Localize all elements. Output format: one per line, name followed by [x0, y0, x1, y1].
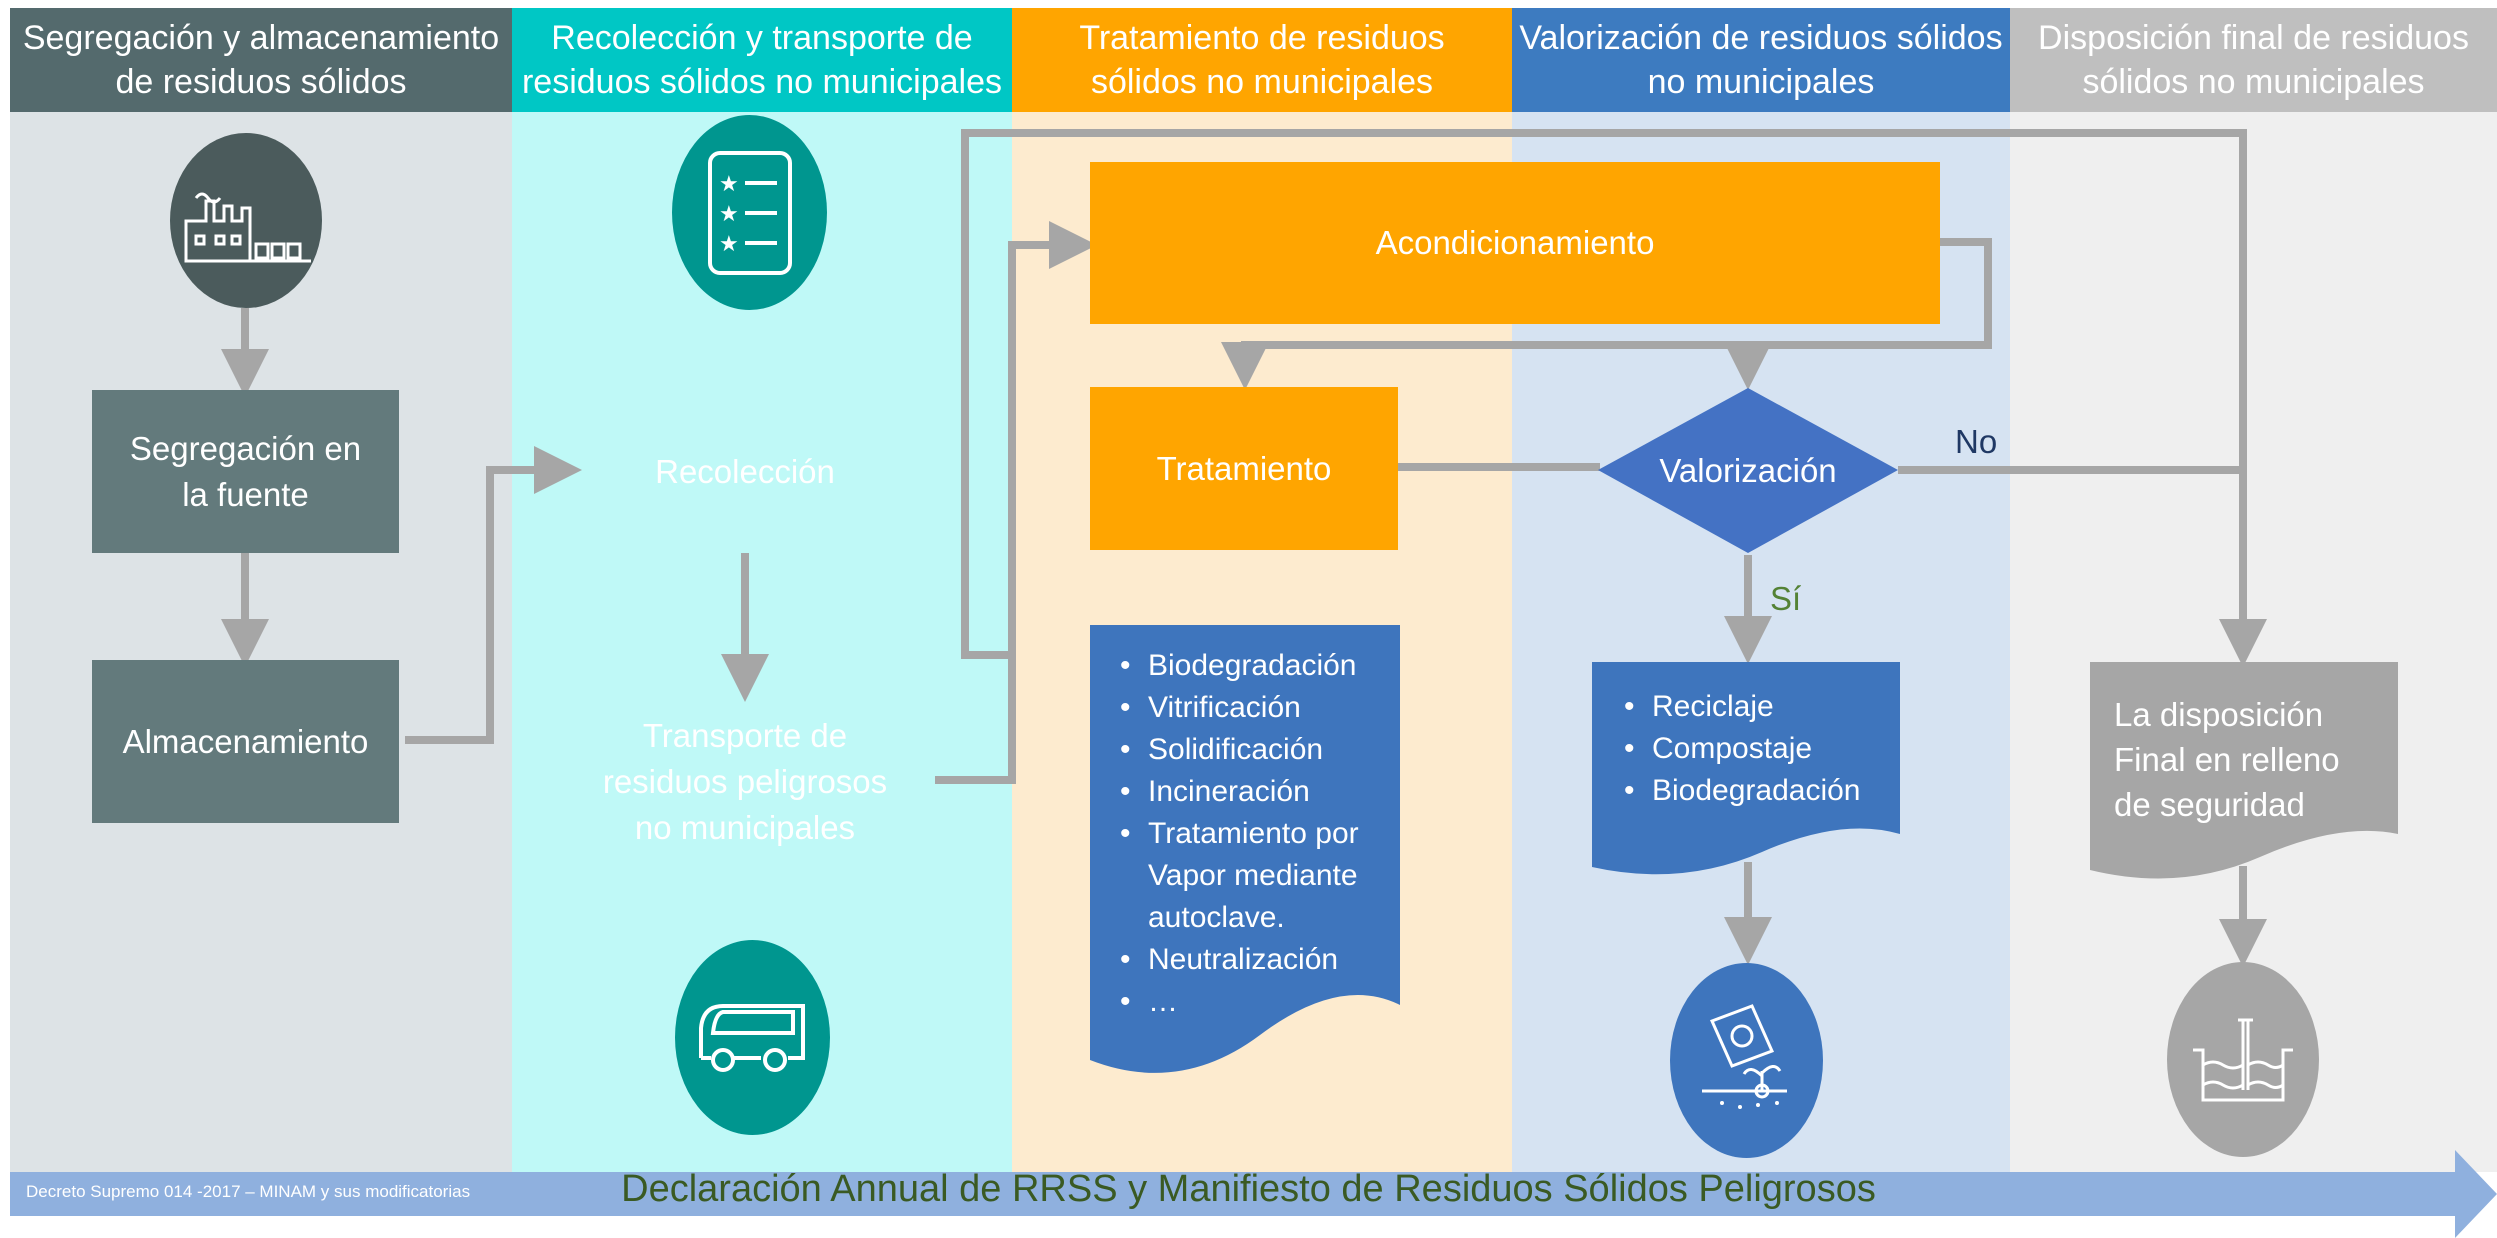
acondicionamiento-box: Acondicionamiento [1090, 162, 1940, 324]
footer-title: Declaración Annual de RRSS y Manifiesto … [621, 1168, 1876, 1210]
footer-source: Decreto Supremo 014 -2017 – MINAM y sus … [26, 1182, 471, 1201]
segregacion-en-la-fuente-box: Segregación en la fuente [92, 390, 399, 553]
svg-text:★: ★ [719, 232, 739, 257]
diamond-shape [1598, 388, 1898, 553]
list-item: Biodegradación [1120, 645, 1418, 687]
checklist-icon: ★ ★ ★ [672, 115, 827, 310]
column-header-disposicion: Disposición final de residuos sólidos no… [2010, 8, 2497, 112]
svg-text:★: ★ [719, 202, 739, 227]
compost-icon [1670, 963, 1823, 1158]
svg-text:★: ★ [719, 172, 739, 197]
list-item: Solidificación [1120, 729, 1418, 771]
list-item: Tratamiento por Vapor mediante autoclave… [1120, 813, 1418, 939]
timeline-arrow [10, 1150, 2497, 1238]
list-item: Biodegradación [1624, 770, 1912, 812]
landfill-icon [2167, 962, 2319, 1157]
valorization-options-document: ReciclajeCompostajeBiodegradación [1592, 662, 1900, 877]
list-item: Compostaje [1624, 728, 1912, 770]
list-item: Reciclaje [1624, 686, 1912, 728]
van-icon [675, 940, 830, 1135]
column-header-recoleccion: Recolección y transporte de residuos sól… [512, 8, 1012, 112]
disposicion-final-document: La disposición Final en relleno de segur… [2090, 662, 2398, 882]
no-label: No [1955, 423, 1998, 460]
factory-icon [170, 133, 322, 308]
list-item: Incineración [1120, 771, 1418, 813]
tratamiento-box: Tratamiento [1090, 387, 1398, 550]
list-item: Neutralización [1120, 939, 1418, 981]
list-item: … [1120, 981, 1418, 1023]
column-header-valorizacion: Valorización de residuos sólidos no muni… [1512, 8, 2010, 112]
recoleccion-parallelogram: Recolección [570, 390, 920, 553]
valorizacion-label: Valorización [1659, 451, 1837, 489]
column-header-tratamiento: Tratamiento de residuos sólidos no munic… [1012, 8, 1512, 112]
treatment-methods-document: BiodegradaciónVitrificaciónSolidificació… [1090, 625, 1400, 1090]
valorizacion-diamond: Valorización [1598, 388, 1898, 553]
almacenamiento-box: Almacenamiento [92, 660, 399, 823]
transporte-parallelogram: Transporte de residuos peligrosos no mun… [570, 700, 920, 863]
valorization-options-list: ReciclajeCompostajeBiodegradación [1622, 686, 1912, 812]
list-item: Vitrificación [1120, 687, 1418, 729]
column-header-segregacion: Segregación y almacenamiento de residuos… [10, 8, 512, 112]
treatment-methods-list: BiodegradaciónVitrificaciónSolidificació… [1118, 645, 1418, 1023]
disposicion-final-text: La disposición Final en relleno de segur… [2114, 696, 2340, 823]
document-shape [2090, 662, 2398, 879]
si-label: Sí [1770, 580, 1802, 617]
